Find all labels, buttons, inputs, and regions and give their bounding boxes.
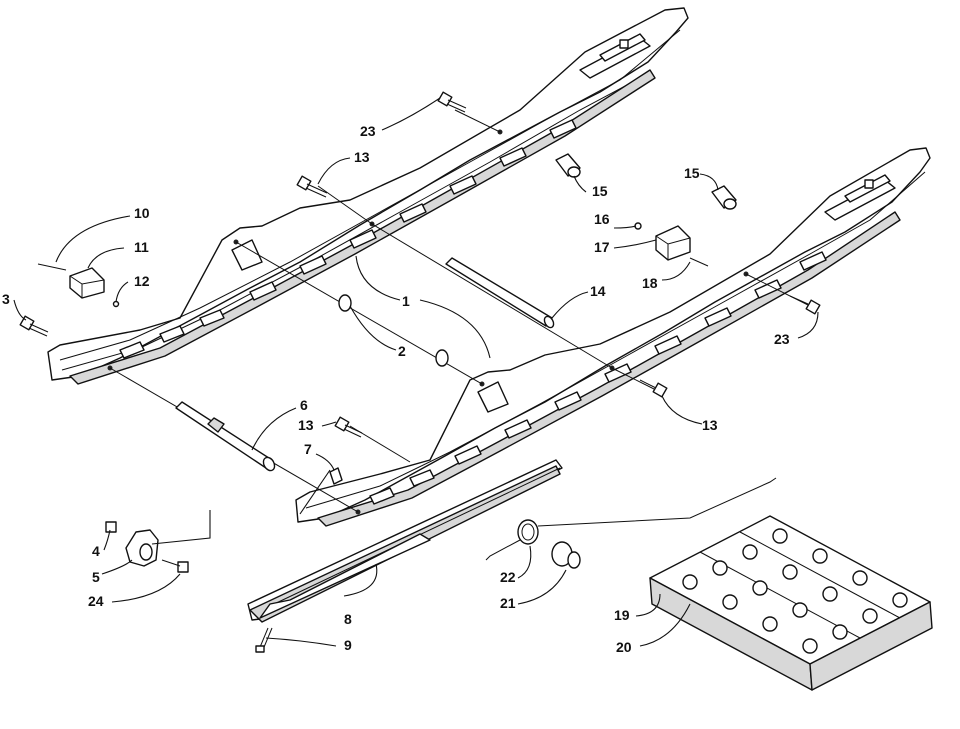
nut-12 [112, 300, 120, 308]
bolt-23-lower [789, 295, 821, 315]
bolt-13-upper [296, 175, 328, 198]
bolt-3 [19, 315, 49, 337]
callout-18: 18 [642, 275, 658, 291]
callout-labels: 1 2 3 4 5 6 7 8 9 10 11 12 13 13 13 14 1… [2, 123, 790, 655]
callout-15-lower: 15 [684, 165, 700, 181]
bushing-21 [551, 541, 581, 569]
screw-9 [255, 627, 273, 653]
callout-3: 3 [2, 291, 10, 307]
screw-10 [37, 263, 67, 271]
right-slide-rail [295, 147, 931, 527]
callout-12: 12 [134, 273, 150, 289]
leader-lines [13, 97, 819, 647]
callout-9: 9 [344, 637, 352, 653]
callout-17: 17 [594, 239, 610, 255]
bracket-5 [125, 529, 159, 567]
bolt-13-lower [639, 379, 668, 398]
left-slide-rail [47, 7, 689, 385]
track-section [649, 515, 933, 691]
axle-shaft [445, 257, 555, 329]
callout-15-upper: 15 [592, 183, 608, 199]
callout-8: 8 [344, 611, 352, 627]
nut-4 [105, 521, 117, 533]
callout-2: 2 [398, 343, 406, 359]
callout-1: 1 [402, 293, 410, 309]
callout-10: 10 [134, 205, 150, 221]
callout-14: 14 [590, 283, 606, 299]
bolt-23-upper [437, 91, 467, 113]
callout-21: 21 [500, 595, 516, 611]
callout-23-upper: 23 [360, 123, 376, 139]
callout-13-upper: 13 [354, 149, 370, 165]
callout-19: 19 [614, 607, 630, 623]
callout-20: 20 [616, 639, 632, 655]
spacer-15-lower [711, 185, 737, 210]
callout-7: 7 [304, 441, 312, 457]
callout-24: 24 [88, 593, 104, 609]
spacer-15-upper [555, 153, 581, 178]
clip-7 [329, 467, 343, 485]
rear-axle-shaft [175, 401, 276, 472]
spring-22 [485, 477, 777, 561]
callout-22: 22 [500, 569, 516, 585]
callout-16: 16 [594, 211, 610, 227]
callout-23-lower: 23 [774, 331, 790, 347]
washer-upper [338, 294, 352, 312]
washer-lower [435, 349, 449, 367]
callout-13-lower: 13 [702, 417, 718, 433]
wear-strip [247, 459, 563, 623]
callout-6: 6 [300, 397, 308, 413]
callout-11: 11 [134, 239, 149, 255]
screw-18 [689, 257, 709, 267]
callout-5: 5 [92, 569, 100, 585]
assembly-lines [109, 109, 811, 513]
bumper-block-17 [655, 225, 691, 261]
bumper-block-11 [69, 267, 105, 299]
callout-4: 4 [92, 543, 100, 559]
callout-13-middle: 13 [298, 417, 314, 433]
bolt-13-middle [334, 416, 363, 438]
bolt-24 [161, 559, 189, 573]
